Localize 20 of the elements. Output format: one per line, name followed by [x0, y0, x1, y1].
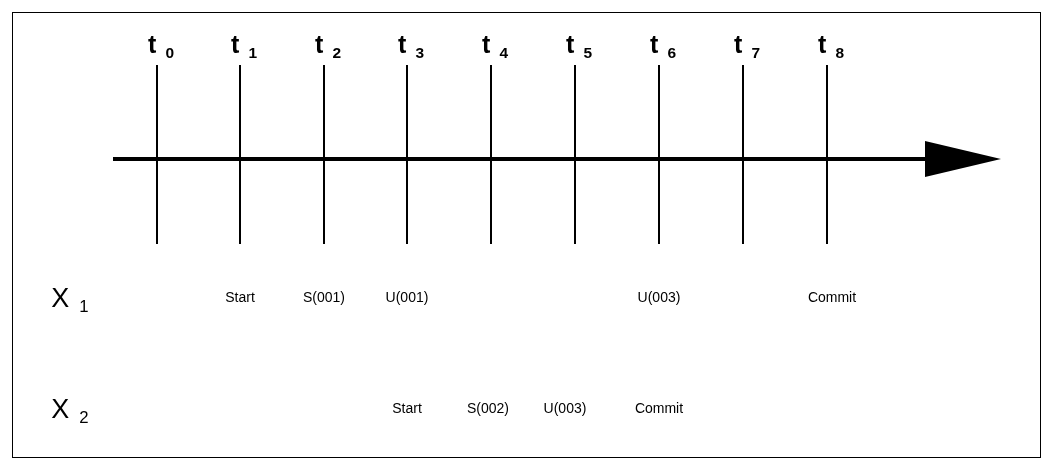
- event-label: U(003): [543, 401, 587, 415]
- event-label: S(001): [303, 290, 345, 304]
- time-point-label: t $_{4}$: [481, 32, 509, 61]
- time-point-label: t $_{2}$: [314, 32, 342, 61]
- time-point-label: t $_{8}$: [817, 32, 845, 61]
- event-label: Start: [225, 290, 255, 304]
- event-label: S(002): [467, 401, 509, 415]
- time-point-label: t $_{6}$: [649, 32, 677, 61]
- time-point-label: t $_{0}$: [147, 32, 175, 61]
- event-label: Commit: [634, 401, 684, 415]
- event-label: U(001): [385, 290, 429, 304]
- event-label: Start: [392, 401, 422, 415]
- transaction-label: X $_{1}$: [51, 285, 89, 316]
- time-point-label: t $_{1}$: [230, 32, 258, 61]
- transaction-label: X $_{2}$: [51, 396, 89, 427]
- time-point-label: t $_{7}$: [733, 32, 761, 61]
- event-label: Commit: [807, 290, 857, 304]
- time-point-label: t $_{5}$: [565, 32, 593, 61]
- event-label: U(003): [637, 290, 681, 304]
- time-point-label: t $_{3}$: [397, 32, 425, 61]
